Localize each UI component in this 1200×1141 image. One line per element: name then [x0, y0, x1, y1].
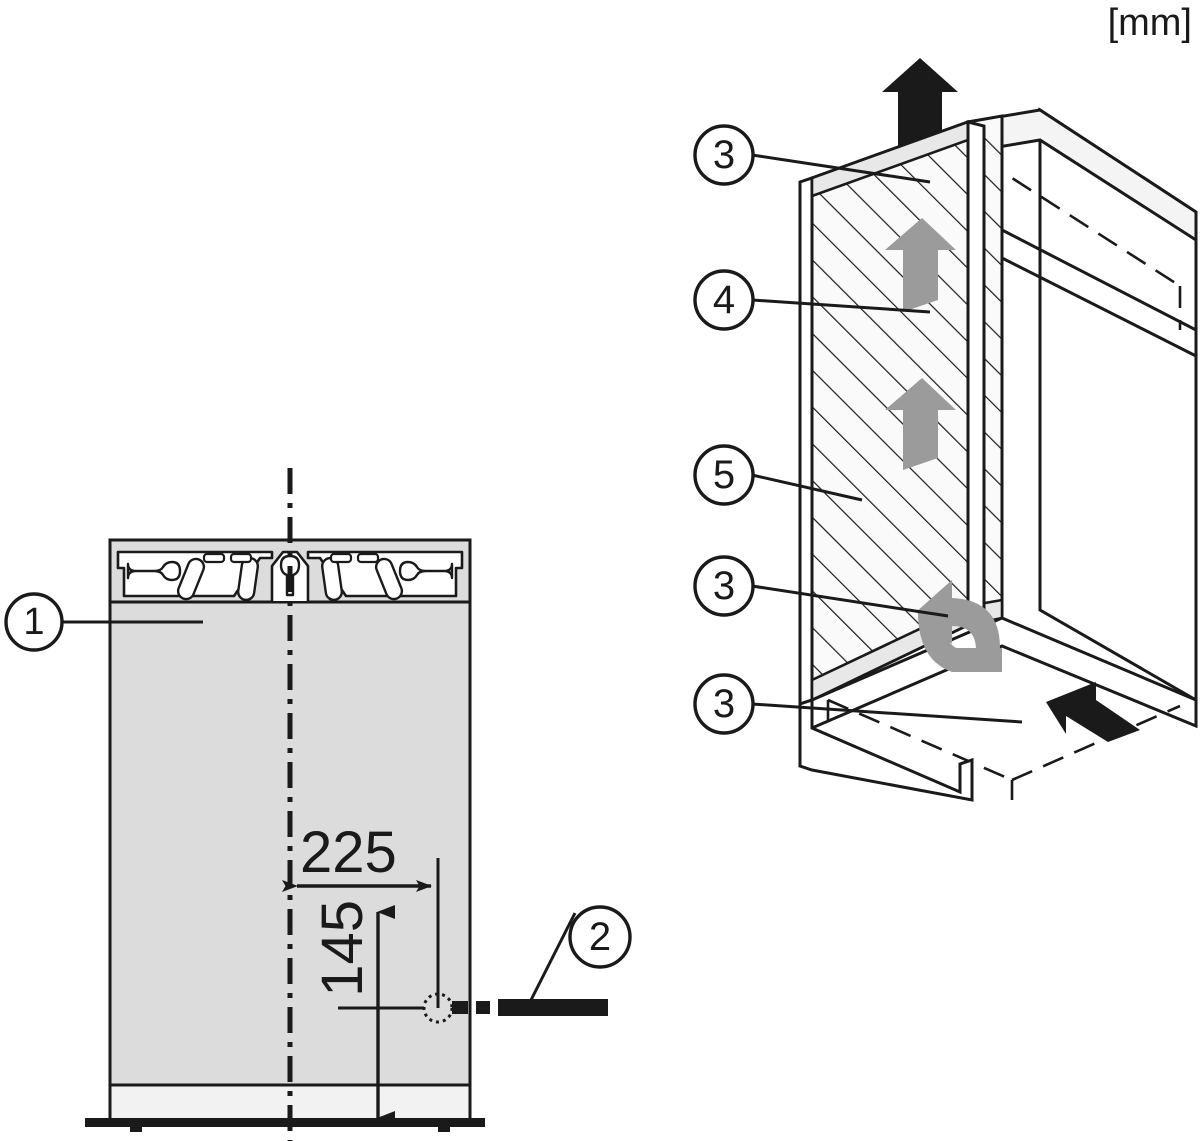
unit-label: [mm] [1107, 2, 1192, 44]
airflow-arrow-lower-curved [916, 580, 1002, 672]
callout-3-base-label: 3 [713, 682, 735, 726]
intake-arrow-bottom [1046, 682, 1140, 742]
callout-3-base[interactable]: 3 [693, 673, 1023, 735]
callout-2-label: 2 [589, 915, 611, 959]
callout-1[interactable]: 1 [4, 592, 203, 652]
dimension-145 [338, 905, 424, 1125]
exhaust-arrow-top [882, 58, 958, 150]
isometric-cabinet-ventilation: 3 4 5 3 3 [693, 58, 1198, 802]
cabinet-inner-lines [1000, 228, 1198, 358]
rear-panel-edge [798, 175, 814, 707]
airflow-arrow-middle [885, 378, 956, 470]
dimension-225-value: 225 [300, 820, 397, 885]
callout-3-top[interactable]: 3 [693, 124, 931, 186]
socket-position [422, 992, 608, 1024]
callout-3-mid[interactable]: 3 [693, 555, 949, 618]
dimension-225 [282, 858, 440, 1008]
callout-1-label: 1 [23, 601, 44, 643]
callout-5[interactable]: 5 [693, 444, 863, 506]
front-view-appliance: 1 2 225 145 [4, 468, 632, 1141]
floor-line [85, 1118, 485, 1127]
callout-3-top-label: 3 [713, 133, 735, 177]
callout-4[interactable]: 4 [693, 269, 931, 331]
hidden-edges-base [826, 698, 1181, 800]
base-front-skirt [798, 697, 974, 802]
rear-panel-front-post [966, 120, 986, 635]
callout-2[interactable]: 2 [528, 905, 632, 1003]
airflow-arrow-upper [885, 218, 956, 312]
callout-5-label: 5 [713, 453, 735, 497]
callout-4-label: 4 [713, 278, 735, 322]
callout-3-mid-label: 3 [713, 564, 735, 608]
dimension-145-value: 145 [310, 900, 375, 997]
socket-bar [498, 999, 608, 1016]
